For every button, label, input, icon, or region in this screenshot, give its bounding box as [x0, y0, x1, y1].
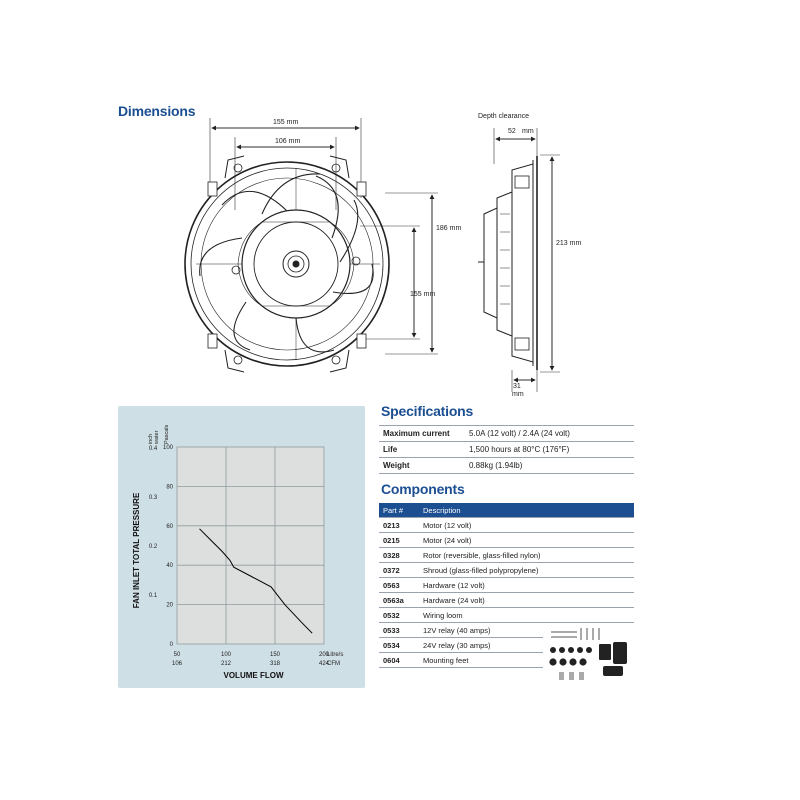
y-tick-label-inch: 0.1: [149, 593, 158, 599]
dim-213: 213 mm: [556, 240, 582, 247]
y-axis-title: FAN INLET TOTAL PRESSURE: [132, 492, 141, 608]
dim-106: 106 mm: [275, 138, 301, 145]
spec-key: Maximum current: [379, 425, 465, 442]
part-number: 0215: [379, 532, 419, 548]
y-tick-label-pascal: 20: [166, 603, 173, 609]
dim-155-top: 155 mm: [273, 119, 299, 126]
x-tick-label-litre: 100: [221, 652, 232, 658]
y-unit-pascals: Pascals: [164, 424, 170, 444]
dim-186: 186 mm: [436, 225, 462, 232]
dim-31-unit: mm: [512, 391, 524, 398]
y-unit-inch-part: water: [154, 430, 160, 445]
dim-31: 31: [513, 383, 521, 390]
part-description: Motor (24 volt): [419, 532, 634, 548]
plot-area: [176, 446, 325, 645]
fan-curve-chart: 0 20 40 60 80 100 0.1 0.2 0.3 0.4 50 106 100 212 150 31…: [132, 424, 343, 680]
col-description: Description: [419, 503, 634, 518]
x-tick-label-litre: 50: [174, 652, 181, 658]
part-number: 0563a: [379, 592, 419, 608]
part-description: Rotor (reversible, glass-filled nylon): [419, 547, 634, 563]
part-number: 0563: [379, 577, 419, 593]
dimensions-heading: Dimensions: [118, 103, 196, 119]
part-number: 0328: [379, 547, 419, 563]
spec-key: Life: [379, 441, 465, 458]
dim-155-right: 155 mm: [410, 291, 436, 298]
spec-value: 0.88kg (1.94lb): [465, 457, 634, 474]
fan-curve-panel: 0 20 40 60 80 100 0.1 0.2 0.3 0.4 50 106 100 212 150 31…: [118, 406, 365, 688]
spec-row: Weight 0.88kg (1.94lb): [379, 457, 634, 474]
x-tick-label-cfm: 318: [270, 661, 281, 667]
components-header-row: Part # Description: [379, 503, 634, 518]
part-description: Motor (12 volt): [419, 517, 634, 533]
y-tick-label-inch: 0.3: [149, 495, 158, 501]
part-description: Hardware (12 volt): [419, 577, 634, 593]
y-tick-label-pascal: 60: [166, 524, 173, 530]
part-number: 0534: [379, 637, 419, 653]
dim-52: 52: [508, 128, 516, 135]
part-number: 0372: [379, 562, 419, 578]
x-tick-label-cfm: 424: [319, 661, 330, 667]
fan-side-drawing: [478, 128, 560, 392]
part-number: 0604: [379, 652, 419, 668]
part-number: 0532: [379, 607, 419, 623]
y-tick-label-inch: 0.2: [149, 544, 158, 550]
fan-front-drawing: [184, 118, 438, 373]
x-tick-label-cfm: 106: [172, 661, 183, 667]
y-unit-inch: inchwater: [148, 430, 160, 445]
x-axis-title: VOLUME FLOW: [224, 671, 284, 680]
part-description: Shroud (glass-filled polypropylene): [419, 562, 634, 578]
spec-value: 5.0A (12 volt) / 2.4A (24 volt): [465, 425, 634, 442]
part-number: 0533: [379, 622, 419, 638]
y-tick-label-pascal: 80: [166, 484, 173, 490]
x-tick-label-cfm: 212: [221, 661, 232, 667]
col-part: Part #: [379, 503, 419, 518]
part-number: 0213: [379, 517, 419, 533]
specifications-table: Maximum current 5.0A (12 volt) / 2.4A (2…: [379, 425, 634, 474]
y-tick-label-pascal: 0: [170, 642, 174, 648]
part-description: Wiring loom: [419, 607, 634, 623]
spec-row: Life 1,500 hours at 80°C (176°F): [379, 441, 634, 458]
dim-52-unit: mm: [522, 128, 534, 135]
x-tick-label-litre: 150: [270, 652, 281, 658]
part-description: Hardware (24 volt): [419, 592, 634, 608]
x-unit-cfm: CFM: [327, 661, 340, 667]
series-line: [199, 528, 313, 634]
y-tick-label-pascal: 40: [166, 563, 173, 569]
x-unit-litre: Litre/s: [327, 652, 343, 658]
parts-kit-illustration: [543, 624, 635, 686]
y-tick-label-inch: 0.4: [149, 446, 158, 452]
spec-row: Maximum current 5.0A (12 volt) / 2.4A (2…: [379, 425, 634, 442]
depth-clearance-label: Depth clearance: [478, 113, 529, 120]
specifications-heading: Specifications: [381, 403, 474, 419]
x-tick-label-litre: 200: [319, 652, 330, 658]
spec-key: Weight: [379, 457, 465, 474]
y-unit-inch-part: inch: [148, 434, 154, 444]
spec-value: 1,500 hours at 80°C (176°F): [465, 441, 634, 458]
y-tick-label-pascal: 100: [163, 445, 174, 451]
components-heading: Components: [381, 481, 465, 497]
